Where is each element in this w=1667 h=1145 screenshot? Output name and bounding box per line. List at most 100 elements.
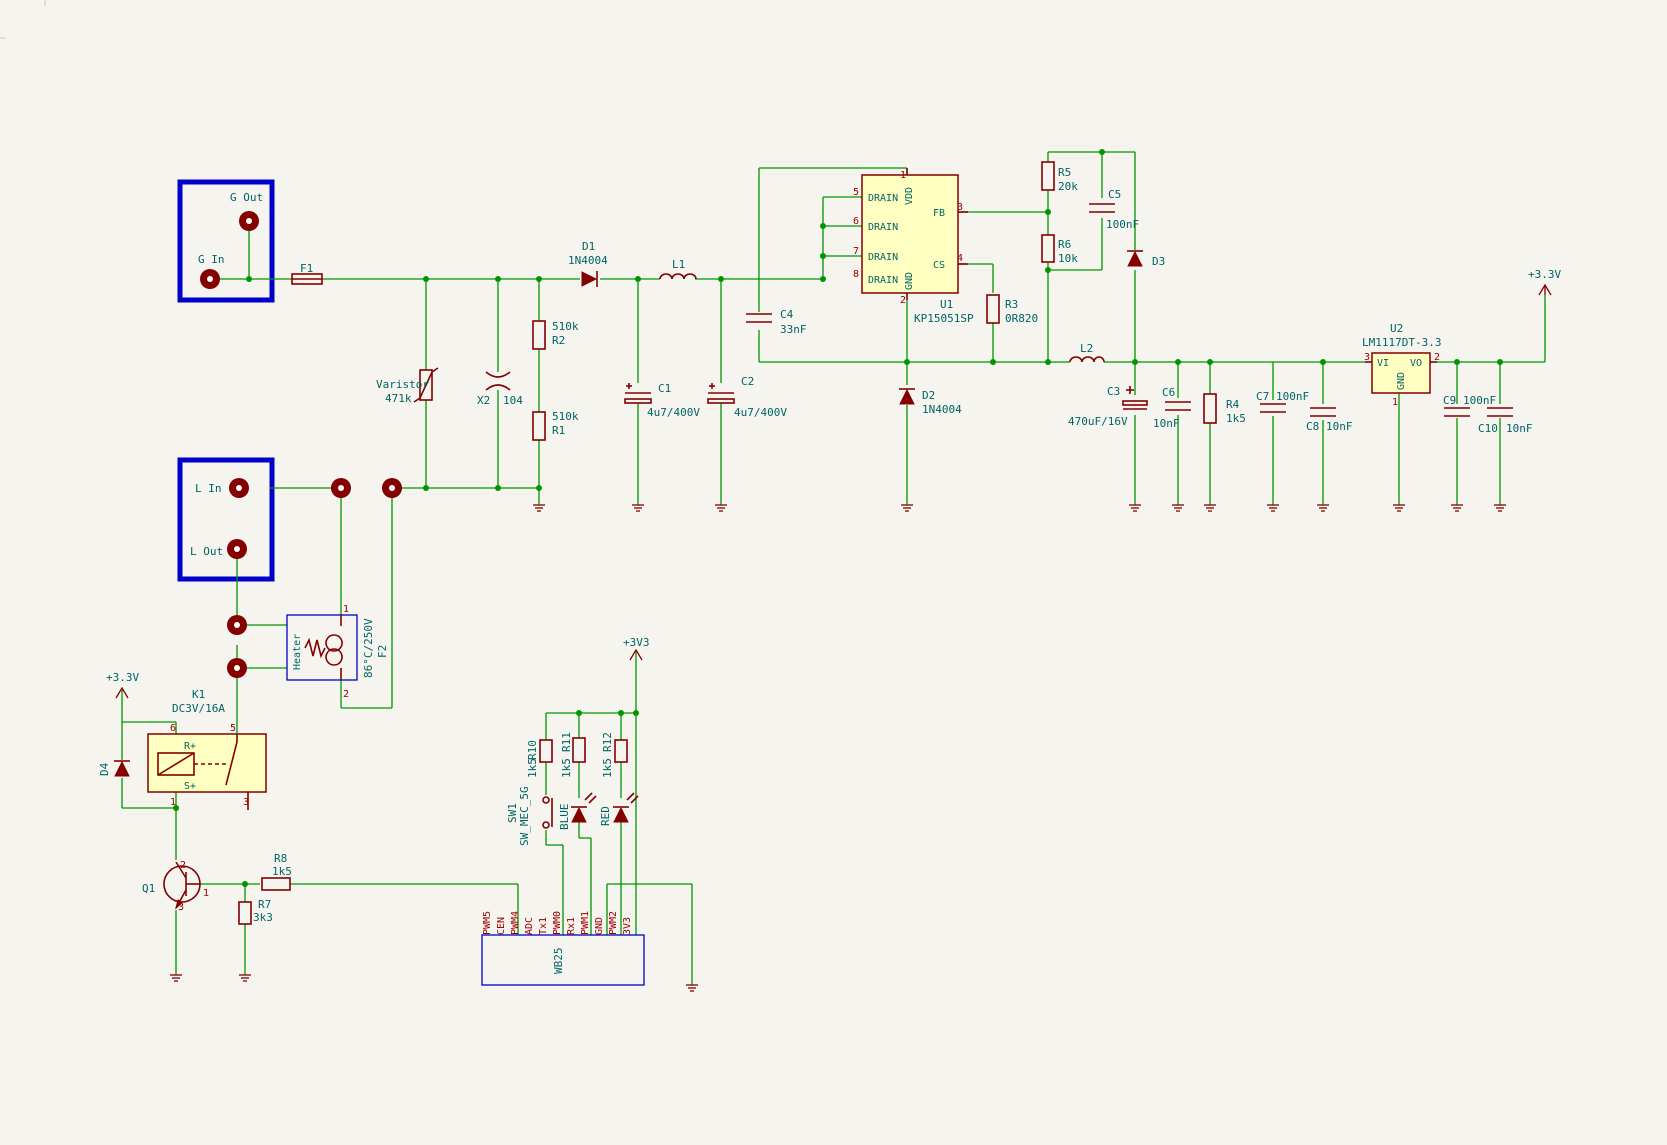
- svg-text:S+: S+: [184, 781, 196, 792]
- svg-text:1N4004: 1N4004: [568, 254, 608, 267]
- svg-text:10nF: 10nF: [1153, 417, 1180, 430]
- svg-text:GND: GND: [904, 272, 915, 290]
- svg-text:PWM1: PWM1: [580, 911, 591, 935]
- svg-text:33nF: 33nF: [780, 323, 807, 336]
- svg-text:C10: C10: [1478, 422, 1498, 435]
- fuse-f1: F1: [291, 262, 323, 285]
- ic-u1: DRAIN DRAIN DRAIN DRAIN VDD GND FB CS 1 …: [853, 168, 974, 325]
- svg-text:DRAIN: DRAIN: [868, 275, 898, 286]
- svg-text:D4: D4: [98, 762, 111, 776]
- svg-text:RED: RED: [599, 806, 612, 826]
- resistor-r8: R8 1k5: [261, 852, 292, 891]
- g-terminal-block: [177, 179, 275, 303]
- regulator-u2: VI VO GND 3 2 1 U2 LM1117DT-3.3: [1362, 322, 1441, 408]
- svg-text:8: 8: [853, 269, 859, 280]
- svg-text:2: 2: [343, 689, 349, 700]
- svg-text:L1: L1: [672, 258, 685, 271]
- resistor-r1: 510k R1: [532, 410, 579, 441]
- svg-text:3V3: 3V3: [622, 917, 633, 935]
- svg-text:R8: R8: [274, 852, 287, 865]
- resistor-r5: R5 20k: [1041, 161, 1078, 193]
- svg-text:CEN: CEN: [496, 917, 507, 935]
- svg-text:470uF/16V: 470uF/16V: [1068, 415, 1128, 428]
- svg-text:Varistor: Varistor: [376, 378, 429, 391]
- resistor-r2: 510k R2: [532, 320, 579, 350]
- capacitor-c6: C6 10nF: [1153, 386, 1191, 430]
- svg-text:C7: C7: [1256, 390, 1269, 403]
- capacitor-x2: X2 104: [477, 371, 523, 407]
- svg-text:10nF: 10nF: [1506, 422, 1533, 435]
- svg-text:1: 1: [900, 170, 906, 181]
- svg-text:100nF: 100nF: [1276, 390, 1309, 403]
- svg-text:1k5: 1k5: [601, 758, 614, 778]
- svg-text:R4: R4: [1226, 398, 1240, 411]
- svg-text:100nF: 100nF: [1106, 218, 1139, 231]
- svg-text:DRAIN: DRAIN: [868, 252, 898, 263]
- svg-text:GND: GND: [1396, 372, 1407, 390]
- resistor-r10: R10 1k5: [526, 739, 553, 778]
- capacitor-c1: C1 4u7/400V: [624, 382, 700, 419]
- svg-text:510k: 510k: [552, 410, 579, 423]
- svg-text:PWM4: PWM4: [510, 911, 521, 935]
- relay-k1: R+ S+ 6 5 1 3 K1 DC3V/16A: [147, 688, 267, 810]
- svg-text:VO: VO: [1410, 358, 1422, 369]
- svg-text:C5: C5: [1108, 188, 1121, 201]
- svg-text:0R820: 0R820: [1005, 312, 1038, 325]
- varistor: Varistor 471k: [376, 367, 439, 405]
- svg-text:1: 1: [203, 888, 209, 899]
- svg-text:DRAIN: DRAIN: [868, 222, 898, 233]
- svg-text:1N4004: 1N4004: [922, 403, 962, 416]
- resistor-r3: R3 0R820: [986, 294, 1038, 325]
- svg-text:4: 4: [957, 253, 963, 264]
- switch-sw1: SW1 SW_MEC_5G: [506, 786, 553, 846]
- svg-text:471k: 471k: [385, 392, 412, 405]
- capacitor-c4: C4 33nF: [746, 308, 807, 336]
- svg-text:1k5: 1k5: [560, 758, 573, 778]
- svg-text:3: 3: [957, 202, 963, 213]
- svg-text:R12: R12: [601, 732, 614, 752]
- svg-text:C2: C2: [741, 375, 754, 388]
- svg-text:R+: R+: [184, 741, 196, 752]
- transistor-q1: 2 3 1 Q1: [142, 860, 209, 913]
- wires: [121, 151, 1546, 985]
- svg-text:510k: 510k: [552, 320, 579, 333]
- svg-text:10k: 10k: [1058, 252, 1078, 265]
- svg-text:6: 6: [170, 723, 176, 734]
- power-3v3-right: +3.3V: [1528, 268, 1561, 296]
- resistor-r11: R11 1k5: [560, 732, 586, 778]
- diode-d1: D1 1N4004: [568, 240, 608, 287]
- svg-text:R3: R3: [1005, 298, 1018, 311]
- svg-text:D1: D1: [582, 240, 595, 253]
- diode-d2: D2 1N4004: [899, 388, 962, 416]
- svg-text:KP15051SP: KP15051SP: [914, 312, 974, 325]
- svg-text:D3: D3: [1152, 255, 1165, 268]
- svg-text:DC3V/16A: DC3V/16A: [172, 702, 225, 715]
- svg-text:D2: D2: [922, 389, 935, 402]
- svg-text:U1: U1: [940, 298, 953, 311]
- power-3v3-mid: +3V3: [623, 636, 650, 661]
- led-red: RED: [599, 792, 639, 826]
- svg-text:2: 2: [1434, 352, 1440, 363]
- svg-text:5: 5: [853, 187, 859, 198]
- terminal-pads: [200, 211, 402, 678]
- svg-text:R11: R11: [560, 732, 573, 752]
- capacitor-c2: C2 4u7/400V: [707, 375, 787, 419]
- svg-text:4u7/400V: 4u7/400V: [647, 406, 700, 419]
- resistor-r6: R6 10k: [1041, 234, 1078, 265]
- svg-text:7: 7: [853, 246, 859, 257]
- svg-text:6: 6: [853, 216, 859, 227]
- svg-text:1k5: 1k5: [272, 865, 292, 878]
- svg-text:1: 1: [1392, 397, 1398, 408]
- svg-text:L2: L2: [1080, 342, 1093, 355]
- capacitor-c8: C8 10nF: [1306, 407, 1353, 433]
- svg-text:1: 1: [170, 797, 176, 808]
- capacitor-c10: C10 10nF: [1478, 407, 1533, 435]
- svg-text:FB: FB: [933, 208, 945, 219]
- svg-text:2: 2: [180, 860, 186, 871]
- svg-text:3: 3: [243, 797, 249, 808]
- svg-text:5: 5: [230, 723, 236, 734]
- svg-text:U2: U2: [1390, 322, 1403, 335]
- svg-text:PWM0: PWM0: [552, 911, 563, 935]
- svg-text:3k3: 3k3: [253, 911, 273, 924]
